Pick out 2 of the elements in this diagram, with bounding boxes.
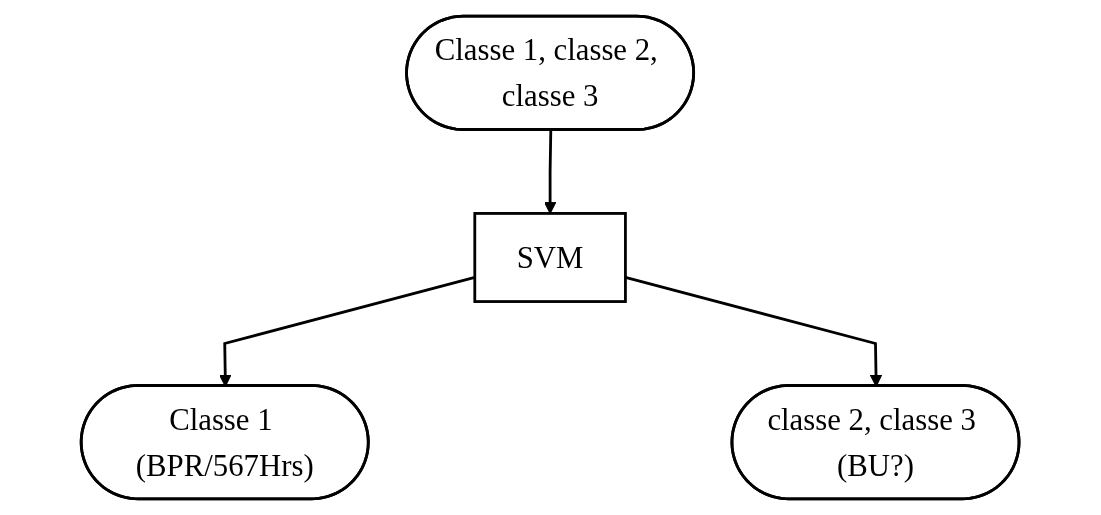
arrow [544, 130, 557, 214]
node-box: SVM [473, 212, 628, 303]
